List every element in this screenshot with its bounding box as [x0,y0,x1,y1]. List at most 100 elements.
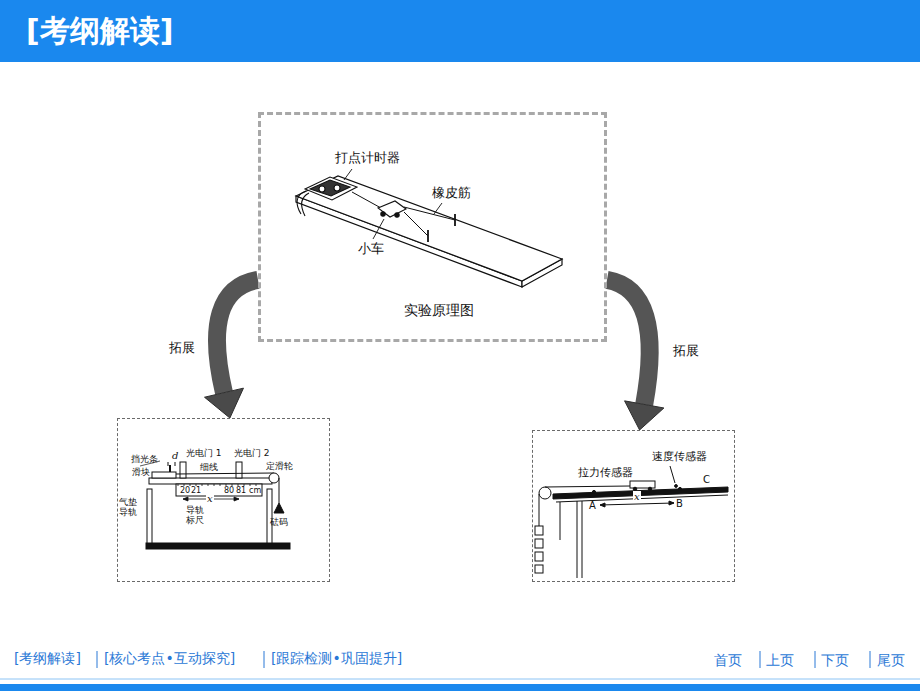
extension-arrow [607,280,664,430]
part-label: 细线 [200,462,218,472]
nav-link: 上页 [766,652,794,670]
ruler-tick [208,484,209,486]
sensor-track [669,501,674,505]
sensor-track [600,503,674,505]
ruler-tick [238,484,239,486]
string-pulley [269,473,279,483]
ruler-tick [226,484,227,486]
sensor-track [535,565,543,573]
timer [334,185,340,191]
header-bar [0,0,920,62]
air-track [146,543,290,549]
paper-tape [352,192,381,208]
part-label: 小车 [358,242,384,257]
sensor-track [539,494,540,526]
nav-link: [核心考点•互动探究] [104,650,235,668]
sensor-track [556,495,728,502]
string-pulley [176,473,274,474]
part-label: 光电门 2 [234,448,270,458]
nav-link: 尾页 [877,652,905,670]
cart [381,212,385,216]
arrow-head [625,401,664,430]
sensor-track [539,487,551,499]
part-label: 21 [191,486,201,495]
arrow-head [205,388,244,418]
ruler-tick [232,484,233,486]
sensor-track [535,466,728,578]
sensor-track [577,501,578,578]
part-label: 速度传感器 [652,451,707,464]
sensor-track [560,502,561,540]
nav-separator [870,651,871,668]
cart [378,201,406,217]
arrow-body [607,280,650,405]
nav-link: [跟踪检测•巩固提升] [271,650,402,668]
nav-link: 首页 [714,652,742,670]
air-track [146,478,290,549]
inclined-board [296,176,562,281]
cart [378,201,406,217]
rubber-band [404,207,455,242]
part-label: 导轨 标尺 [186,505,207,526]
footer-bar [0,679,920,680]
footer-bar [0,684,920,691]
sensor-track [630,481,655,488]
photogate [236,462,242,478]
nav-link: 下页 [821,652,849,670]
part-label: 挡光条 [131,454,158,464]
paper-tape [352,192,381,208]
part-label: A [589,500,596,512]
leader-line [344,169,442,239]
part-label: 20 [180,486,190,495]
leader-line [344,169,352,180]
inclined-board [296,176,562,287]
part-label: 80 [224,486,234,495]
header-bar [0,0,920,62]
photogate [180,462,186,478]
dimension-x [183,497,188,501]
sensor-track [592,490,595,493]
timer [302,193,309,216]
ruler-tick [244,484,245,486]
air-track [149,478,272,484]
dimension-x [234,497,239,501]
edge-label: 拓展 [167,339,197,357]
sensor-track [535,526,543,535]
ruler-tick [220,484,221,486]
cart [395,213,399,217]
rubber-band [454,214,456,226]
nav-separator [97,651,98,668]
part-label: B [676,498,683,510]
sensor-track [675,485,678,488]
ruler-tick [196,484,197,486]
nav-separator [760,651,761,668]
leader-line [373,219,384,239]
sensor-track [582,501,583,578]
slider [169,465,171,472]
string-pulley [274,503,284,513]
air-track-frame: 挡光条d光电门 1光电门 2滑块细线定滑轮20218081cmx气垫 导轨导轨 … [117,418,330,582]
leader-line [434,203,442,214]
part-label: cm [249,486,261,495]
footer-bar [0,679,920,691]
slider [152,472,176,478]
part-label: d [172,450,178,462]
part-label: 81 [236,486,246,495]
part-label: 实验原理图 [404,302,474,318]
ruler-tick [190,484,191,486]
rubber-band [427,230,429,242]
part-label: 砝码 [270,517,288,527]
sensor-track [670,466,675,483]
nav-separator [264,651,265,668]
part-label: x [633,491,641,503]
rubber-band [404,207,455,220]
rubber-band [404,212,428,236]
ruler-tick [178,484,256,486]
part-label: C [703,474,710,486]
timer [310,180,350,196]
part-label: 气垫 导轨 [119,497,140,518]
part-label: 定滑轮 [266,461,293,471]
sensor-track [648,487,652,491]
